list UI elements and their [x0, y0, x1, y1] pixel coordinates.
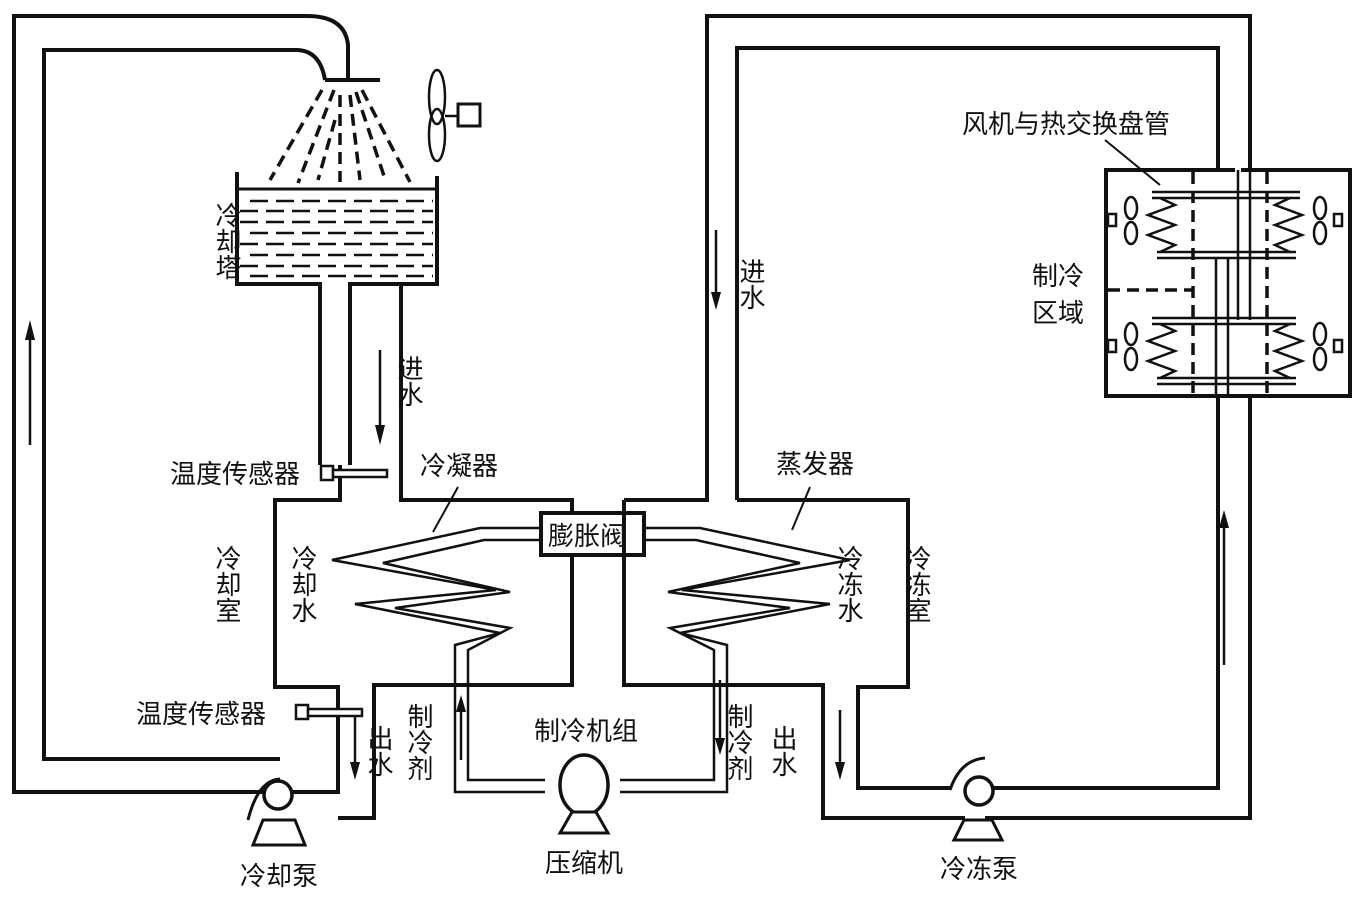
cooling-water-loop [12, 14, 380, 794]
label-cooling-water: 冷却水 [287, 545, 317, 623]
label-expansion-valve: 膨胀阀 [548, 522, 626, 552]
label-inlet-right: 进水 [735, 258, 765, 310]
compressor-icon [557, 753, 611, 835]
label-chilled-water: 冷冻水 [833, 545, 863, 623]
labels: 冷却塔 进水 温度传感器 冷凝器 冷却室 冷却水 膨胀阀 蒸发器 冷冻水 冷冻室… [136, 110, 1170, 892]
arrow-head [25, 320, 35, 340]
tower-fan-icon [427, 68, 482, 163]
fan-coil-unit [1104, 139, 1352, 398]
label-temp-sensor-bottom: 温度传感器 [136, 700, 266, 730]
label-cooling-tower-1: 冷却塔 [211, 202, 241, 280]
cooling-room-shell [273, 284, 574, 820]
temp-sensor-bottom-icon [294, 703, 364, 721]
return-pipe-inner [42, 48, 327, 761]
label-temp-sensor-top: 温度传感器 [170, 460, 300, 490]
label-cooling-pump: 冷却泵 [240, 862, 318, 892]
evaporator-coil [620, 526, 851, 794]
label-outlet-right: 出水 [767, 725, 797, 777]
label-condenser: 冷凝器 [420, 452, 498, 482]
label-freezing-room: 冷冻室 [901, 545, 931, 623]
label-outlet-left: 出水 [363, 725, 393, 777]
label-refrigerant-left: 制冷剂 [403, 703, 433, 781]
expansion-valve-box [539, 511, 646, 557]
label-chilled-pump: 冷冻泵 [940, 855, 1018, 885]
label-refrigerant-right: 制冷剂 [723, 703, 753, 781]
condenser-coil [331, 526, 545, 794]
return-pipe-outer [12, 14, 380, 794]
chilled-pump-icon [948, 756, 1005, 842]
label-cooling-room: 冷却室 [211, 545, 241, 623]
label-fan-coil: 风机与热交换盘管 [962, 110, 1170, 140]
temp-sensor-top-icon [319, 464, 389, 482]
label-inlet-left: 进水 [393, 355, 423, 407]
label-compressor: 压缩机 [545, 849, 623, 879]
label-refrigeration-unit: 制冷机组 [534, 717, 638, 747]
cooling-pump-icon [246, 777, 308, 847]
cooling-tower-basin [235, 172, 439, 465]
label-cooling-zone-1: 制冷 [1032, 262, 1084, 292]
label-cooling-zone-2: 区域 [1032, 299, 1084, 329]
freezing-room-shell [622, 14, 1252, 820]
label-evaporator: 蒸发器 [776, 450, 854, 480]
spray-lines [268, 89, 412, 184]
